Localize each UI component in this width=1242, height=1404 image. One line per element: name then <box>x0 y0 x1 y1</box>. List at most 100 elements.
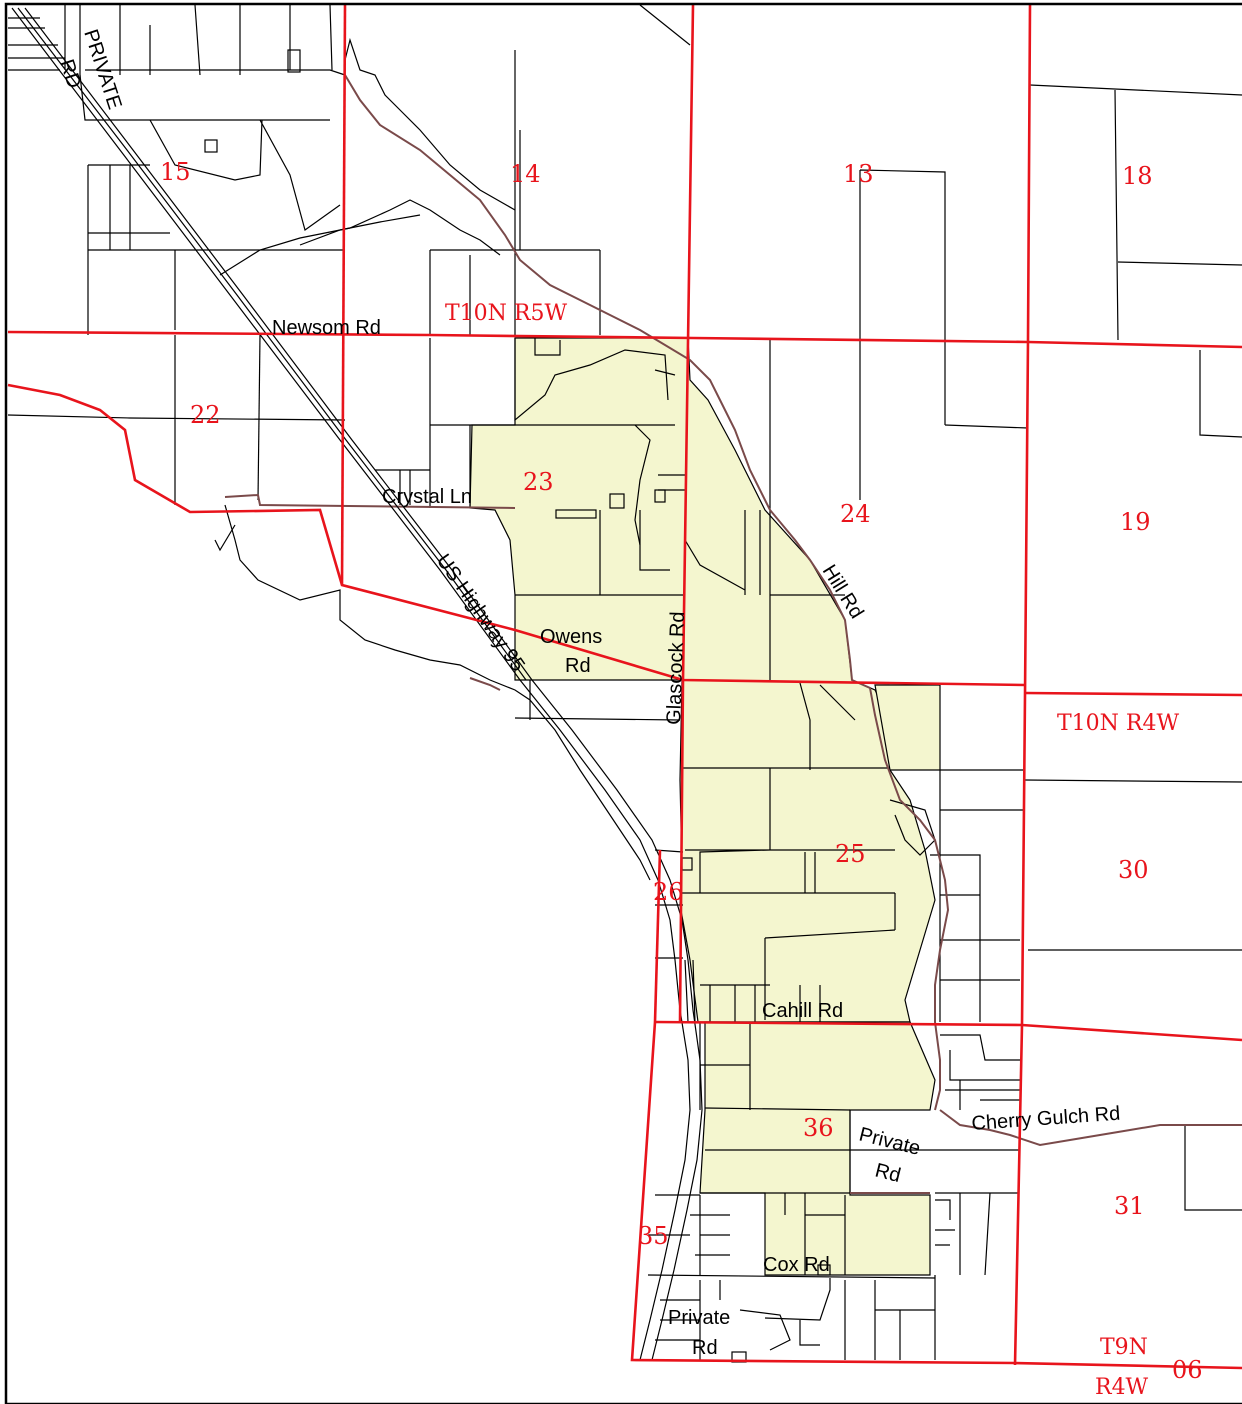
section-number-labels: 15 14 13 18 22 23 24 19 25 26 30 36 35 3… <box>160 158 1203 1384</box>
parcel-line <box>534 338 561 356</box>
parcel-line <box>889 799 936 856</box>
parcel-line <box>87 164 345 251</box>
road-label-newsom: Newsom Rd <box>272 317 381 339</box>
crystal-lane-road-line <box>224 493 516 509</box>
road-label-cahill: Cahill Rd <box>762 1000 843 1022</box>
parcel-line <box>935 1192 1018 1276</box>
parcel-line <box>684 510 771 680</box>
parcel-building <box>817 1264 831 1276</box>
parcel-line <box>64 4 333 80</box>
map-border <box>4 2 1242 1404</box>
parcel-line <box>514 338 669 422</box>
parcel-line <box>1029 84 1242 341</box>
section-line <box>630 1021 1242 1370</box>
us-highway-95 <box>11 7 703 1361</box>
parcel-line <box>930 854 1020 1022</box>
township-labels: T10N R5W T10N R4W T9N R4W <box>445 301 1179 1400</box>
road-label-cox: Cox Rd <box>763 1254 830 1276</box>
parcel-building <box>555 509 597 519</box>
highway-line-west <box>11 7 691 1361</box>
parcel-line <box>784 1110 851 1275</box>
road-label-private-mid: Private <box>857 1124 923 1160</box>
parcel-line <box>799 985 821 1022</box>
parcel-line <box>658 474 685 491</box>
section-label-18: 18 <box>1122 162 1153 190</box>
parcel-line <box>299 214 421 246</box>
section-line <box>7 330 1242 349</box>
parcel-line <box>344 37 516 211</box>
section-label-31: 31 <box>1114 1192 1145 1220</box>
road-label-owens-rd: Rd <box>565 655 591 677</box>
parcel-line <box>682 682 890 770</box>
section-label-22: 22 <box>190 401 221 429</box>
parcel-building <box>609 493 625 509</box>
road-name-labels: PRIVATE RD Newsom Rd Crystal Ln US Highw… <box>55 27 1121 1359</box>
parcel-line <box>944 424 1029 429</box>
parcel-line <box>764 1278 831 1346</box>
section-label-13: 13 <box>843 160 874 188</box>
township-label-t10n-r5w: T10N R5W <box>445 301 567 326</box>
section-label-15: 15 <box>160 158 191 186</box>
road-label-private-mid-rd: Rd <box>873 1160 903 1188</box>
parcel-line <box>7 335 346 505</box>
parcel-line <box>375 469 430 505</box>
highway-line-east <box>24 7 703 1361</box>
section-line <box>1024 691 1242 697</box>
section-label-23: 23 <box>523 468 554 496</box>
parcel-line <box>700 984 770 1022</box>
section-line <box>653 849 662 1023</box>
parcel-line <box>87 250 176 335</box>
parcel-line <box>214 524 236 552</box>
section-label-19: 19 <box>1120 508 1151 536</box>
township-label-t10n-r4w: T10N R4W <box>1057 711 1179 736</box>
section-label-24: 24 <box>840 500 871 528</box>
road-label-crystal: Crystal Ln <box>382 486 472 508</box>
section-label-25: 25 <box>835 840 866 868</box>
road-lines <box>224 74 1242 1194</box>
parcel-line <box>219 199 501 276</box>
parcel-building <box>204 139 218 153</box>
parcel-line <box>935 1199 955 1246</box>
parcel-line <box>639 4 691 46</box>
section-label-35: 35 <box>638 1222 669 1250</box>
section-label-06: 06 <box>1172 1356 1203 1384</box>
parcel-building <box>287 49 301 73</box>
parcel-line <box>685 768 895 893</box>
section-label-14: 14 <box>510 160 541 188</box>
parcel-line <box>257 334 261 501</box>
township-label-r4w: R4W <box>1095 1375 1149 1400</box>
parcel-line <box>844 1280 935 1360</box>
parcel-line <box>682 852 896 930</box>
parcel-line <box>1199 350 1242 438</box>
section-label-30: 30 <box>1118 856 1149 884</box>
section-label-26: 26 <box>653 878 684 906</box>
parcel-line <box>1184 1125 1242 1211</box>
parcel-line <box>514 50 521 250</box>
highway-outline-line <box>469 677 501 691</box>
section-line <box>7 383 1026 687</box>
section-line <box>340 4 347 586</box>
road-label-owens: Owens <box>540 626 602 648</box>
parcel-line <box>634 369 676 546</box>
parcel-lines <box>7 4 1242 1363</box>
section-line <box>654 1020 1242 1042</box>
parcel-line <box>515 510 685 596</box>
parcel-line <box>945 1080 1020 1110</box>
parcel-line <box>700 1107 1020 1194</box>
highway-line-center <box>17 7 527 681</box>
section-label-36: 36 <box>803 1114 834 1142</box>
parcel-line <box>684 959 696 1023</box>
cherry-gulch-road-line <box>939 1109 1242 1147</box>
section-lines <box>7 4 1242 1370</box>
parcel-line <box>940 1034 1020 1081</box>
parcel-line <box>429 338 675 508</box>
road-line-north <box>344 74 950 1111</box>
road-label-private-s: Private <box>668 1307 730 1329</box>
parcel-line <box>1024 779 1242 951</box>
township-label-t9n: T9N <box>1100 1335 1148 1360</box>
parcel-line <box>514 680 681 721</box>
river-bank-line <box>224 504 651 881</box>
parcel-line <box>939 769 1025 1022</box>
